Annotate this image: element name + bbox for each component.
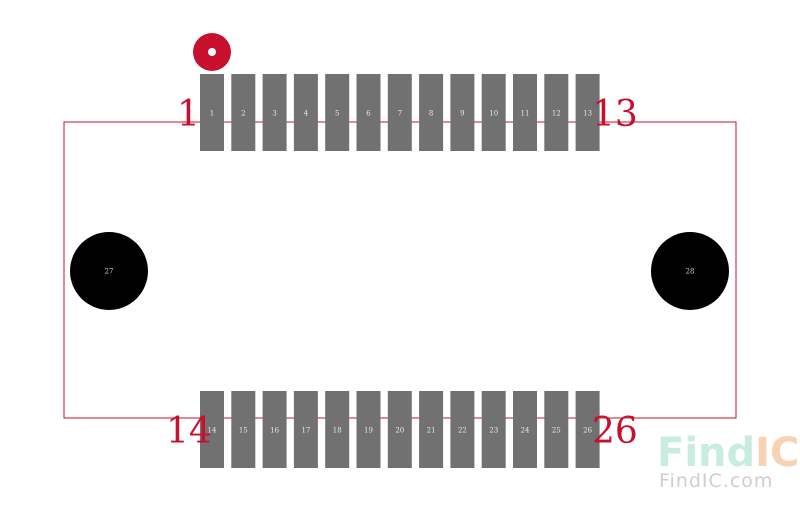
top-pad-10 bbox=[481, 74, 506, 151]
watermark-brand-ic: IC bbox=[755, 430, 799, 476]
pin-label-top-left: 1 bbox=[177, 94, 200, 135]
top-pad-label-7: 7 bbox=[398, 110, 402, 118]
top-pad-label-10: 10 bbox=[489, 110, 498, 118]
body-outline bbox=[63, 121, 737, 419]
top-pad-9 bbox=[450, 74, 475, 151]
top-pad-12 bbox=[544, 74, 569, 151]
top-pad-label-8: 8 bbox=[429, 110, 433, 118]
pin1-marker bbox=[193, 33, 231, 71]
bottom-pad-label-17: 17 bbox=[301, 427, 310, 435]
bottom-pad-26 bbox=[575, 391, 600, 468]
top-pad-6 bbox=[356, 74, 381, 151]
bottom-pad-18 bbox=[325, 391, 350, 468]
bottom-pad-label-26: 26 bbox=[583, 427, 592, 435]
top-pad-label-1: 1 bbox=[210, 110, 214, 118]
top-pad-label-13: 13 bbox=[583, 110, 592, 118]
mounting-hole-right: 28 bbox=[651, 232, 729, 310]
bottom-pad-15 bbox=[231, 391, 256, 468]
bottom-pad-label-15: 15 bbox=[239, 427, 248, 435]
mounting-hole-left-label: 27 bbox=[105, 268, 114, 276]
bottom-pad-16 bbox=[262, 391, 287, 468]
bottom-pad-21 bbox=[419, 391, 444, 468]
top-pad-13 bbox=[575, 74, 600, 151]
watermark-site: FindIC.com bbox=[659, 470, 773, 492]
top-pad-label-4: 4 bbox=[304, 110, 309, 118]
top-pad-3 bbox=[262, 74, 287, 151]
bottom-pad-label-22: 22 bbox=[458, 427, 467, 435]
bottom-pad-label-21: 21 bbox=[427, 427, 436, 435]
top-pad-2 bbox=[231, 74, 256, 151]
top-pad-label-11: 11 bbox=[521, 110, 530, 118]
bottom-pad-19 bbox=[356, 391, 381, 468]
mounting-hole-left-shape bbox=[70, 232, 148, 310]
bottom-pad-label-20: 20 bbox=[395, 427, 404, 435]
mounting-hole-right-label: 28 bbox=[686, 268, 695, 276]
pin-label-bottom-right: 26 bbox=[592, 411, 638, 452]
bottom-pad-label-18: 18 bbox=[333, 427, 342, 435]
watermark-brand: FindIC bbox=[657, 430, 799, 476]
top-pad-5 bbox=[325, 74, 350, 151]
top-pad-4 bbox=[293, 74, 318, 151]
top-pad-label-12: 12 bbox=[552, 110, 561, 118]
pin-label-bottom-left: 14 bbox=[166, 411, 212, 452]
mounting-hole-right-shape bbox=[651, 232, 729, 310]
watermark-brand-find: Find bbox=[657, 430, 755, 476]
bottom-pad-label-24: 24 bbox=[521, 427, 530, 435]
bottom-pad-label-23: 23 bbox=[489, 427, 498, 435]
bottom-pad-23 bbox=[481, 391, 506, 468]
top-pad-11 bbox=[513, 74, 537, 151]
bottom-pad-label-19: 19 bbox=[364, 427, 373, 435]
bottom-pad-14 bbox=[200, 391, 224, 468]
top-pad-label-3: 3 bbox=[272, 110, 276, 118]
top-pad-1 bbox=[200, 74, 224, 151]
top-pad-label-9: 9 bbox=[460, 110, 464, 118]
top-pad-label-5: 5 bbox=[335, 110, 339, 118]
top-pad-7 bbox=[387, 74, 412, 151]
findic-watermark: FindIC FindIC.com bbox=[657, 430, 799, 492]
bottom-pad-20 bbox=[387, 391, 412, 468]
bottom-pad-label-25: 25 bbox=[552, 427, 561, 435]
bottom-pad-24 bbox=[513, 391, 537, 468]
bottom-pad-row: 14 15 16 17 18 19 20 21 22 23 24 25 26 bbox=[200, 391, 600, 468]
bottom-pad-label-14: 14 bbox=[208, 427, 217, 435]
top-pad-label-6: 6 bbox=[366, 110, 371, 118]
top-pad-label-2: 2 bbox=[241, 110, 245, 118]
pin1-marker-dot bbox=[208, 48, 216, 56]
mounting-hole-left: 27 bbox=[70, 232, 148, 310]
bottom-pad-25 bbox=[544, 391, 569, 468]
bottom-pad-label-16: 16 bbox=[270, 427, 279, 435]
bottom-pad-22 bbox=[450, 391, 475, 468]
bottom-pad-17 bbox=[293, 391, 318, 468]
top-pad-8 bbox=[419, 74, 444, 151]
pin-label-top-right: 13 bbox=[592, 94, 638, 135]
